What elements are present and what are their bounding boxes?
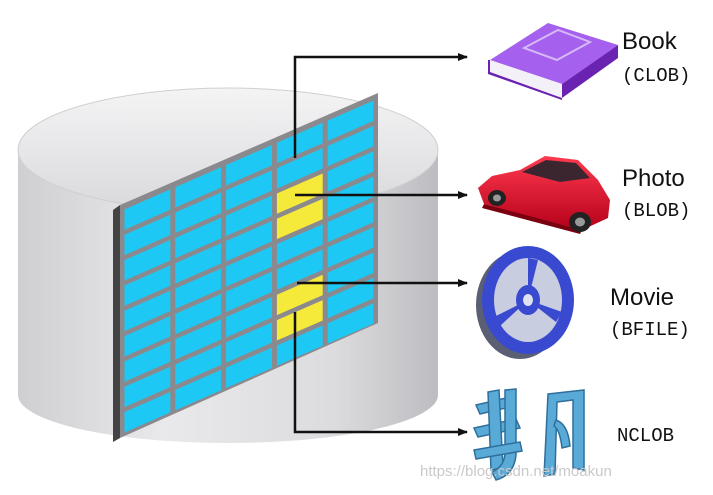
table-cell-lob: [276, 274, 323, 316]
table-cell: [124, 392, 171, 433]
table-cell: [226, 144, 272, 186]
book-icon: [488, 23, 618, 100]
table-cell: [226, 347, 272, 389]
label-book: Book (CLOB): [622, 28, 690, 87]
table-cell-lob: [276, 198, 323, 240]
table-cell-lob: [276, 173, 323, 214]
table-cell: [276, 224, 323, 265]
table-grid-edge: [113, 205, 120, 442]
label-book-title: Book: [622, 28, 678, 55]
table-cell: [226, 220, 272, 262]
table-cell: [276, 122, 323, 164]
table-cell: [175, 167, 222, 208]
table-cell: [175, 268, 222, 309]
table-cell-lob: [276, 300, 323, 341]
connectors: [293, 53, 468, 436]
table-cell: [327, 277, 374, 319]
table-cell: [175, 217, 222, 259]
connector-book: [293, 53, 468, 158]
table-cell: [327, 303, 374, 344]
label-nclob-type: NCLOB: [617, 425, 674, 447]
label-photo-type: (BLOB): [622, 200, 690, 222]
table-cell: [226, 170, 272, 211]
table-cell: [124, 316, 171, 357]
table-cell: [276, 249, 323, 290]
table-cell: [175, 243, 222, 284]
label-movie: Movie (BFILE): [610, 284, 690, 341]
table-cell: [124, 214, 171, 256]
table-cell: [327, 125, 374, 167]
label-book-type: (CLOB): [622, 65, 690, 87]
table-cell: [327, 151, 374, 192]
table-cell: [175, 344, 222, 385]
table-cell: [175, 293, 222, 335]
table-cell: [226, 195, 272, 237]
film-reel-icon: [476, 246, 574, 359]
table-cell: [327, 100, 374, 141]
label-nclob: NCLOB: [617, 425, 674, 447]
table-cell: [226, 271, 272, 313]
table-cell: [327, 176, 374, 217]
table-cell: [226, 296, 272, 338]
table-cell: [175, 319, 222, 360]
table-cell: [124, 366, 171, 408]
car-icon: [478, 156, 610, 234]
watermark: https://blog.csdn.net/moakun: [420, 463, 612, 480]
table-cell: [276, 325, 323, 366]
table-cell: [124, 189, 171, 230]
label-photo-title: Photo: [622, 165, 685, 192]
table-cell: [226, 246, 272, 287]
table-cell: [124, 341, 171, 382]
database-table-grid: [113, 93, 378, 442]
table-cell: [124, 240, 171, 281]
label-photo: Photo (BLOB): [622, 165, 690, 222]
table-cell: [175, 369, 222, 411]
chinese-characters-icon: [472, 388, 585, 481]
table-cell: [175, 192, 222, 233]
table-cell: [226, 322, 272, 363]
table-cell: [276, 148, 323, 189]
table-cell: [327, 201, 374, 243]
table-cell: [327, 227, 374, 268]
table-cell: [124, 265, 171, 306]
label-movie-title: Movie: [610, 284, 674, 311]
label-movie-type: (BFILE): [610, 319, 690, 341]
connector-nclob: [293, 312, 468, 436]
table-cell: [124, 290, 171, 332]
